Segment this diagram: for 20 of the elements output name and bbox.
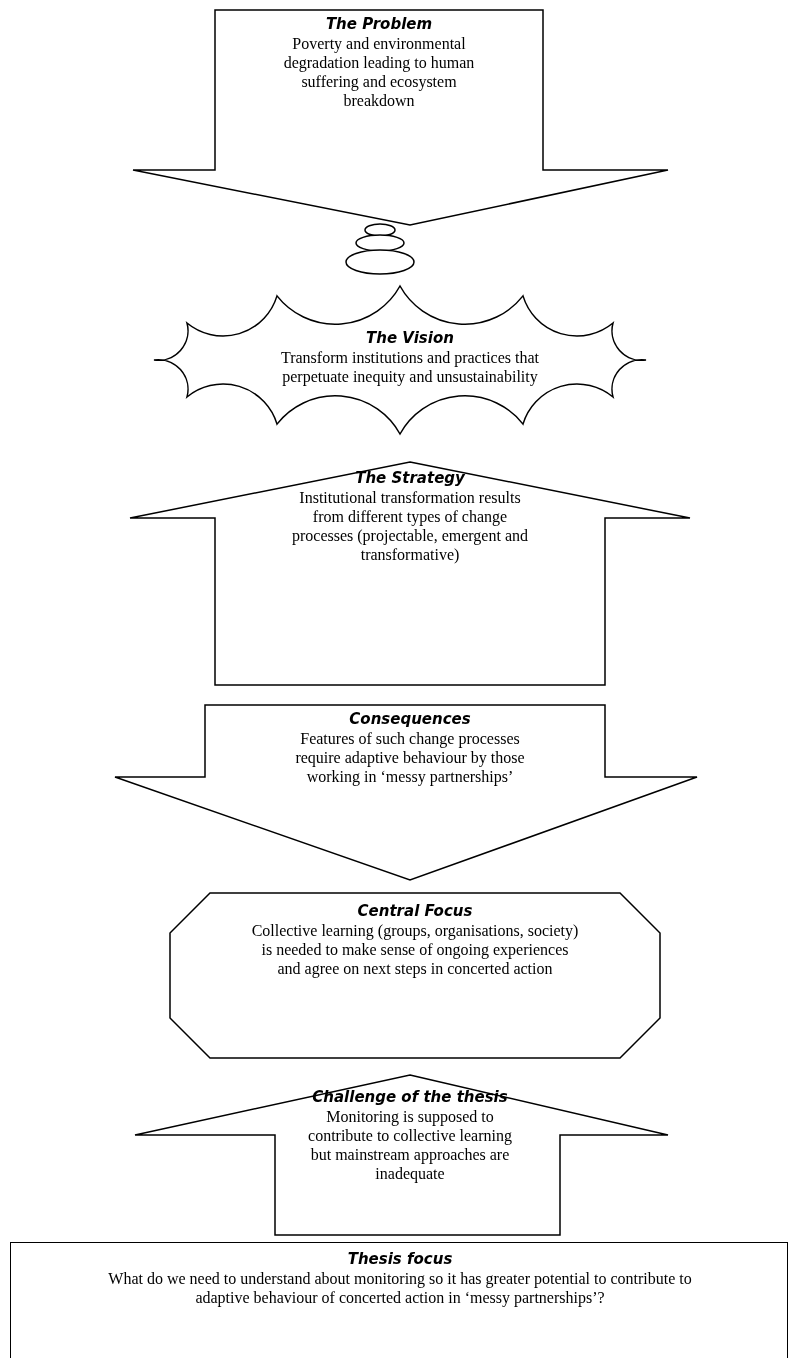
text-box [10, 1242, 788, 1358]
heading: Thesis focus [347, 1249, 453, 1269]
body-text: Features of such change processes require adaptive behaviour by those working in ‘messy partnerships’ [294, 729, 526, 786]
heading: The Vision [366, 328, 454, 348]
heading: The Strategy [355, 468, 465, 488]
down-arrow-shape [133, 10, 668, 225]
body-text: Institutional transformation results from different types of change processes (projectable, emergent and transformative) [290, 488, 529, 564]
up-arrow-shape [130, 462, 690, 685]
body-text: Transform institutions and practices that perpetuate inequity and unsustainability [279, 348, 540, 386]
body-text: Collective learning (groups, organisations, society) is needed to make sense of ongoing experiences and agree on next steps in concerted action [250, 921, 580, 978]
body-text: Poverty and environmental degradation leading to human suffering and ecosystem breakdown [282, 34, 476, 110]
body-text: Monitoring is supposed to contribute to collective learning but mainstream approaches are inadequate [307, 1107, 513, 1183]
heading: The Problem [325, 14, 433, 34]
body-text: What do we need to understand about monitoring so it has greater potential to contribute to adaptive behaviour of concerted action in ‘messy partnerships’? [107, 1269, 693, 1307]
down-arrow-shape [115, 705, 697, 880]
heading: Challenge of the thesis [312, 1087, 508, 1107]
octagon-shape [170, 893, 660, 1058]
up-arrow-shape [135, 1075, 668, 1235]
heading: Consequences [349, 709, 471, 729]
heading: Central Focus [357, 901, 473, 921]
